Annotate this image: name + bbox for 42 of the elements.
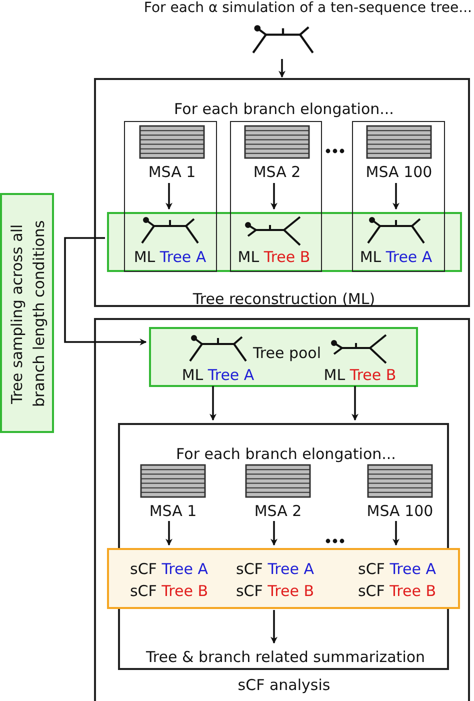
alignment-label: MSA 1 (149, 502, 197, 520)
arrow (64, 237, 147, 346)
arrow (270, 183, 278, 210)
arrow (166, 183, 172, 210)
arrow (166, 521, 172, 546)
highlight-band (107, 548, 460, 609)
arrow (270, 521, 278, 546)
score-label: sCF Tree B (236, 582, 314, 600)
arrow (210, 386, 216, 421)
panel-box (94, 318, 470, 701)
note-text: Tree sampling across all branch length conditions (7, 220, 49, 410)
step-label: Tree & branch related summarization (146, 648, 426, 666)
tree-label: ML Tree A (182, 366, 254, 384)
band-heading: Tree pool (252, 344, 322, 362)
panel-caption: sCF analysis (238, 676, 330, 694)
score-label: sCF Tree A (358, 560, 436, 578)
panel-box (94, 78, 470, 307)
arrow (392, 521, 400, 546)
panel-caption: Tree reconstruction (ML) (192, 290, 376, 308)
score-label: sCF Tree B (130, 582, 208, 600)
panel-heading: For each branch elongation... (174, 100, 394, 118)
arrow (392, 183, 400, 210)
title: For each α simulation of a ten-sequence tree... (144, 0, 472, 16)
note-box (0, 193, 54, 433)
tree-label: ML Tree B (238, 248, 310, 266)
tree-label: ML Tree A (134, 248, 206, 266)
highlight-band (149, 327, 418, 387)
highlight-band (107, 212, 462, 272)
alignment-label: MSA 2 (254, 502, 302, 520)
panel-heading: For each branch elongation... (176, 445, 396, 463)
score-label: sCF Tree A (130, 560, 208, 578)
alignment-label: MSA 100 (366, 502, 434, 520)
arrow (278, 59, 286, 78)
alignment-label: MSA 2 (253, 163, 301, 181)
arrow (352, 386, 358, 421)
tree-label: ML Tree B (324, 366, 396, 384)
score-label: sCF Tree A (236, 560, 314, 578)
tree-label: ML Tree A (360, 248, 432, 266)
alignment-label: MSA 100 (366, 163, 432, 181)
score-label: sCF Tree B (358, 582, 436, 600)
alignment-label: MSA 1 (148, 163, 196, 181)
arrow (270, 610, 278, 644)
